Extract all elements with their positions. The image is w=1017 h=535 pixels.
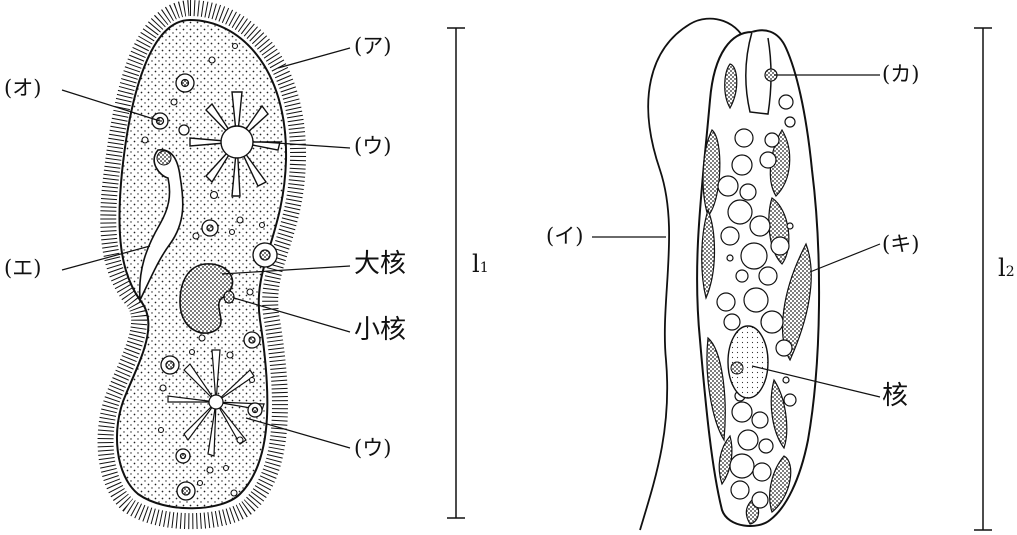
label-e-oral-groove: (エ) (4, 256, 41, 280)
label-u-contractile-vacuole-upper: (ウ) (354, 134, 391, 158)
flagellate-nucleus (728, 326, 768, 398)
label-i-flagellum: (イ) (546, 224, 583, 248)
l2-subscript: 2 (1006, 264, 1015, 280)
label-length-l2: l2 (998, 256, 1015, 284)
label-micronucleus: 小核 (354, 318, 406, 342)
l2-letter: l (998, 254, 1006, 282)
label-macronucleus: 大核 (354, 252, 406, 276)
label-u-contractile-vacuole-lower: (ウ) (354, 436, 391, 460)
label-nucleus: 核 (882, 384, 908, 408)
nucleolus (731, 362, 743, 374)
label-a-cilia: (ア) (354, 34, 391, 58)
label-ka-eyespot: (カ) (882, 62, 919, 86)
length-bar-l2 (974, 28, 992, 530)
label-ki-chloroplast: (キ) (882, 232, 919, 256)
l1-letter: l (472, 250, 480, 278)
flagellate (640, 19, 819, 530)
paramecium (106, 8, 299, 521)
label-o-food-vacuole: (オ) (4, 76, 41, 100)
l1-subscript: 1 (480, 260, 489, 276)
micronucleus (224, 291, 234, 303)
label-length-l1: l1 (472, 252, 489, 280)
oral-opening (157, 151, 171, 165)
length-bar-l1 (447, 28, 465, 518)
